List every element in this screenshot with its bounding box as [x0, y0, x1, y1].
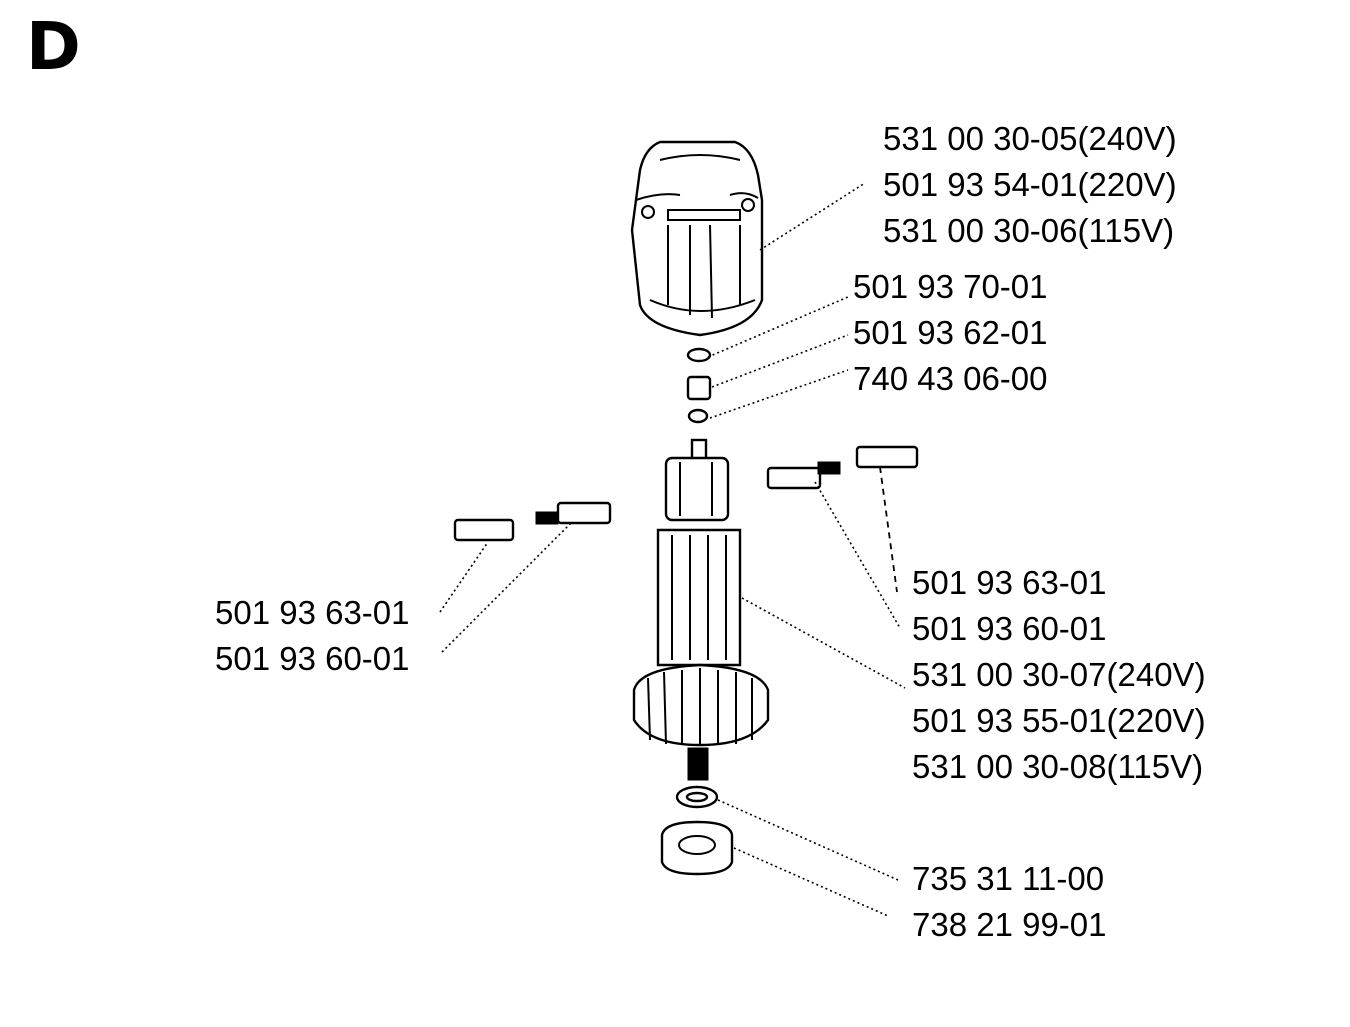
part-label-upper-2: 501 93 62-01 — [853, 314, 1048, 351]
part-label-right-brush-2: 501 93 60-01 — [912, 610, 1107, 647]
armature-part — [632, 438, 770, 781]
part-label-armature-240v: 531 00 30-07(240V) — [912, 656, 1206, 693]
part-label-armature-115v: 531 00 30-08(115V) — [912, 748, 1204, 785]
right-brush-parts — [766, 445, 919, 490]
small-parts-stack — [686, 347, 712, 424]
bottom-parts — [660, 785, 734, 876]
part-label-field-220v: 501 93 54-01(220V) — [883, 166, 1177, 203]
section-letter: D — [26, 8, 81, 85]
part-label-field-240v: 531 00 30-05(240V) — [883, 120, 1177, 157]
leader-lines — [439, 182, 906, 917]
part-label-left-brush-2: 501 93 60-01 — [215, 640, 410, 677]
part-label-right-brush-1: 501 93 63-01 — [912, 564, 1107, 601]
part-label-left-brush-1: 501 93 63-01 — [215, 594, 410, 631]
part-label-field-115v: 531 00 30-06(115V) — [883, 212, 1175, 249]
part-label-bottom-2: 738 21 99-01 — [912, 906, 1107, 943]
left-brush-parts — [453, 501, 612, 542]
part-label-upper-1: 501 93 70-01 — [853, 268, 1048, 305]
part-label-armature-220v: 501 93 55-01(220V) — [912, 702, 1206, 739]
part-label-upper-3: 740 43 06-00 — [853, 360, 1048, 397]
part-label-bottom-1: 735 31 11-00 — [912, 860, 1105, 897]
field-housing-part — [630, 140, 764, 337]
